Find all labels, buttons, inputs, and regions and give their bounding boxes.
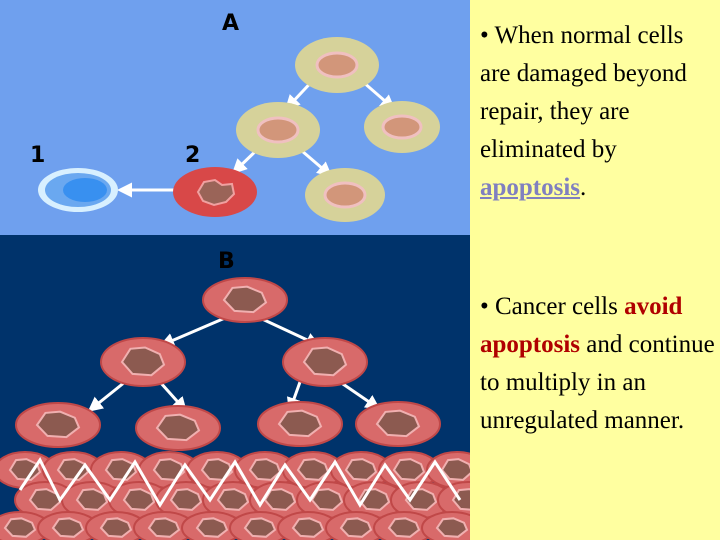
cancer-cell-cluster	[108, 481, 170, 519]
bullet-2-text: • Cancer cells	[480, 293, 625, 320]
normal-cell-bottom	[305, 168, 385, 222]
division-arrow	[87, 380, 126, 412]
apoptotic-cell	[38, 168, 118, 212]
cancer-cell-cluster	[277, 511, 339, 540]
cancer-cell-gen3-3	[257, 401, 343, 447]
bullet-2-suffix: and continue to multiply in an unregulat…	[480, 331, 715, 434]
bullet-cancer-cells: • Cancer cells avoid apoptosis and conti…	[480, 288, 716, 440]
bullet-1-text: • When normal cells are damaged beyond r…	[480, 22, 687, 163]
cancer-cell-gen3-4	[355, 401, 441, 447]
fate-2-label: 2	[185, 143, 200, 168]
cancer-cell-tree	[0, 277, 470, 540]
cancer-cell-cluster	[133, 511, 195, 540]
cancer-cell-cluster	[138, 451, 200, 489]
fate-1-label: 1	[30, 143, 45, 168]
cancer-cell-cluster	[229, 511, 291, 540]
apoptosis-diagram: A 1 2 B	[0, 0, 470, 540]
cancer-cell-gen2-left	[100, 337, 186, 387]
normal-cell-left	[236, 102, 320, 158]
avoid-apoptosis-emphasis: avoid apoptosis	[480, 293, 683, 358]
cancer-cell-cluster	[343, 481, 405, 519]
apoptosis-link[interactable]: apoptosis	[480, 174, 581, 201]
bullet-normal-cells: • When normal cells are damaged beyond r…	[480, 17, 716, 207]
cancer-cell-cluster	[282, 451, 344, 489]
text-panel: • When normal cells are damaged beyond r…	[480, 0, 720, 540]
cancer-cell-gen3-2	[135, 405, 221, 451]
division-arrow	[339, 380, 381, 410]
normal-cell-top	[295, 37, 379, 93]
multiplication-arrows	[18, 457, 462, 508]
cancer-cell-gen1	[202, 277, 288, 323]
cancer-cell-gen2-right	[282, 337, 368, 387]
division-arrow	[159, 316, 226, 348]
damaged-cell	[173, 167, 257, 217]
cancer-cell-cluster	[37, 511, 99, 540]
cancer-cell-gen3-1	[15, 402, 101, 448]
normal-cell-right	[364, 101, 440, 153]
panel-b-label: B	[218, 249, 235, 274]
cancer-cell-cluster	[421, 511, 470, 540]
cancer-cell-cluster	[181, 511, 243, 540]
cancer-cell-cluster	[42, 451, 104, 489]
cancer-cell-cluster	[90, 451, 152, 489]
bullet-1-suffix: .	[580, 174, 587, 201]
cancer-cell-cluster	[426, 451, 470, 489]
panel-a-label: A	[222, 11, 239, 36]
